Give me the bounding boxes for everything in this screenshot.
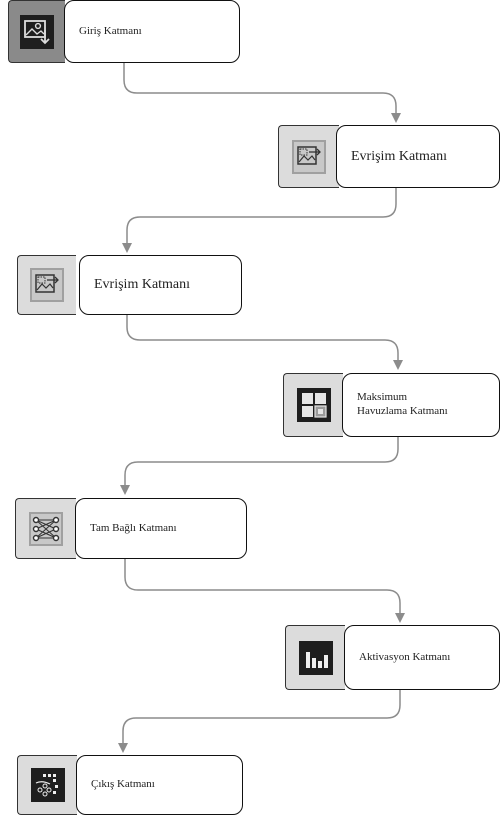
node-label: Evrişim Katmanı <box>79 255 242 315</box>
node-giris[interactable]: Giriş Katmanı <box>8 0 240 63</box>
connector-evrisim2-to-maksimum <box>126 315 403 370</box>
convolution-icon <box>292 139 326 174</box>
connector-tambagli-to-aktivasyon <box>124 559 405 623</box>
node-tam-bagli[interactable]: Tam Bağlı Katmanı <box>15 498 247 559</box>
activation-bars-icon <box>298 640 333 675</box>
max-pooling-icon <box>296 388 331 422</box>
node-label: Giriş Katmanı <box>64 0 240 63</box>
node-evrisim-2[interactable]: Evrişim Katmanı <box>17 255 242 315</box>
node-cikis[interactable]: Çıkış Katmanı <box>17 755 243 815</box>
connector-giris-to-evrisim1 <box>123 63 401 123</box>
node-label: Aktivasyon Katmanı <box>344 625 500 690</box>
connector-maksimum-to-tambagli <box>120 437 399 495</box>
node-label: Maksimum Havuzlama Katmanı <box>342 373 500 437</box>
node-label: Çıkış Katmanı <box>76 755 243 815</box>
node-evrisim-1[interactable]: Evrişim Katmanı <box>278 125 500 188</box>
convolution-icon <box>30 268 64 302</box>
connector-evrisim1-to-evrisim2 <box>122 188 397 253</box>
image-input-icon <box>20 14 54 49</box>
fully-connected-icon <box>29 511 63 546</box>
node-label: Evrişim Katmanı <box>336 125 500 188</box>
node-label: Tam Bağlı Katmanı <box>75 498 247 559</box>
node-aktivasyon[interactable]: Aktivasyon Katmanı <box>285 625 500 690</box>
output-grid-icon <box>30 768 65 802</box>
node-maksimum-havuzlama[interactable]: Maksimum Havuzlama Katmanı <box>283 373 500 437</box>
connector-aktivasyon-to-cikis <box>118 690 401 753</box>
